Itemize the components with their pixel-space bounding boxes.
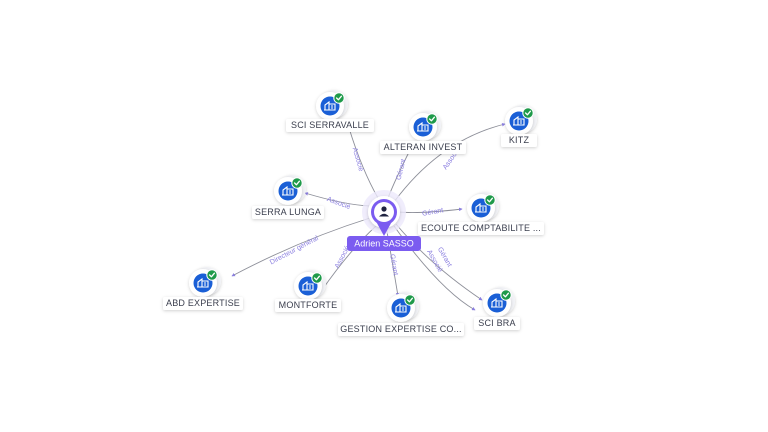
company-name: KITZ bbox=[509, 135, 530, 145]
company-label-box bbox=[163, 297, 243, 310]
edge-sci-serravalle-0 bbox=[348, 127, 379, 199]
check-badge-icon bbox=[500, 289, 512, 301]
check-badge-icon bbox=[522, 107, 534, 119]
company-name: SCI SERRAVALLE bbox=[291, 120, 369, 130]
edge-label-alteran-invest-0: Gérant bbox=[396, 158, 408, 181]
company-label-box bbox=[501, 134, 537, 147]
company-label-box bbox=[380, 141, 466, 154]
company-node-alteran-invest[interactable]: ALTERAN INVEST bbox=[380, 111, 466, 154]
center-person-name: Adrien SASSO bbox=[354, 239, 414, 249]
company-node-abd-expertise[interactable]: ABD EXPERTISE bbox=[163, 267, 243, 310]
company-label-box bbox=[275, 299, 341, 312]
company-nodes-layer: SCI SERRAVALLE ALTERAN INVEST KITZ SERRA LU… bbox=[163, 90, 544, 336]
center-person-node[interactable]: Adrien SASSO bbox=[347, 190, 421, 251]
edge-label-sci-serravalle-0: Associé bbox=[351, 147, 365, 173]
company-name: GESTION EXPERTISE CO... bbox=[340, 324, 461, 334]
check-badge-icon bbox=[404, 294, 416, 306]
person-icon bbox=[379, 206, 389, 217]
company-node-kitz[interactable]: KITZ bbox=[501, 105, 537, 147]
company-node-sci-serravalle[interactable]: SCI SERRAVALLE bbox=[286, 90, 374, 132]
company-label-box bbox=[418, 222, 544, 235]
company-label-box bbox=[338, 323, 464, 336]
company-node-montforte[interactable]: MONTFORTE bbox=[275, 270, 341, 312]
company-name: SCI BRA bbox=[478, 318, 515, 328]
company-name: ABD EXPERTISE bbox=[166, 298, 240, 308]
company-node-gestion-expertise[interactable]: GESTION EXPERTISE CO... bbox=[338, 292, 464, 336]
company-node-ecoute-comptabilite[interactable]: ECOUTE COMPTABILITE ... bbox=[418, 192, 544, 235]
company-label-box bbox=[474, 317, 520, 330]
company-name: SERRA LUNGA bbox=[255, 207, 321, 217]
edge-sci-bra-0 bbox=[395, 223, 483, 301]
check-badge-icon bbox=[426, 113, 438, 125]
company-name: ALTERAN INVEST bbox=[384, 142, 463, 152]
edge-label-serra-lunga-0: Associé bbox=[326, 196, 352, 211]
edge-abd-expertise-0 bbox=[231, 217, 371, 277]
company-node-serra-lunga[interactable]: SERRA LUNGA bbox=[252, 175, 324, 219]
check-badge-icon bbox=[484, 194, 496, 206]
edge-montforte-0 bbox=[321, 225, 377, 291]
company-label-box bbox=[252, 206, 324, 219]
company-name: MONTFORTE bbox=[279, 300, 338, 310]
edge-label-abd-expertise-0: Directeur général bbox=[269, 235, 320, 267]
check-badge-icon bbox=[333, 92, 345, 104]
check-badge-icon bbox=[206, 269, 218, 281]
check-badge-icon bbox=[311, 272, 323, 284]
company-name: ECOUTE COMPTABILITE ... bbox=[421, 223, 541, 233]
check-badge-icon bbox=[291, 177, 303, 189]
company-node-sci-bra[interactable]: SCI BRA bbox=[474, 287, 520, 330]
edge-label-ecoute-comptabilite-0: Gérant bbox=[422, 207, 444, 218]
edge-label-gestion-expertise-0: Gérant bbox=[388, 254, 399, 276]
company-label-box bbox=[286, 119, 374, 132]
